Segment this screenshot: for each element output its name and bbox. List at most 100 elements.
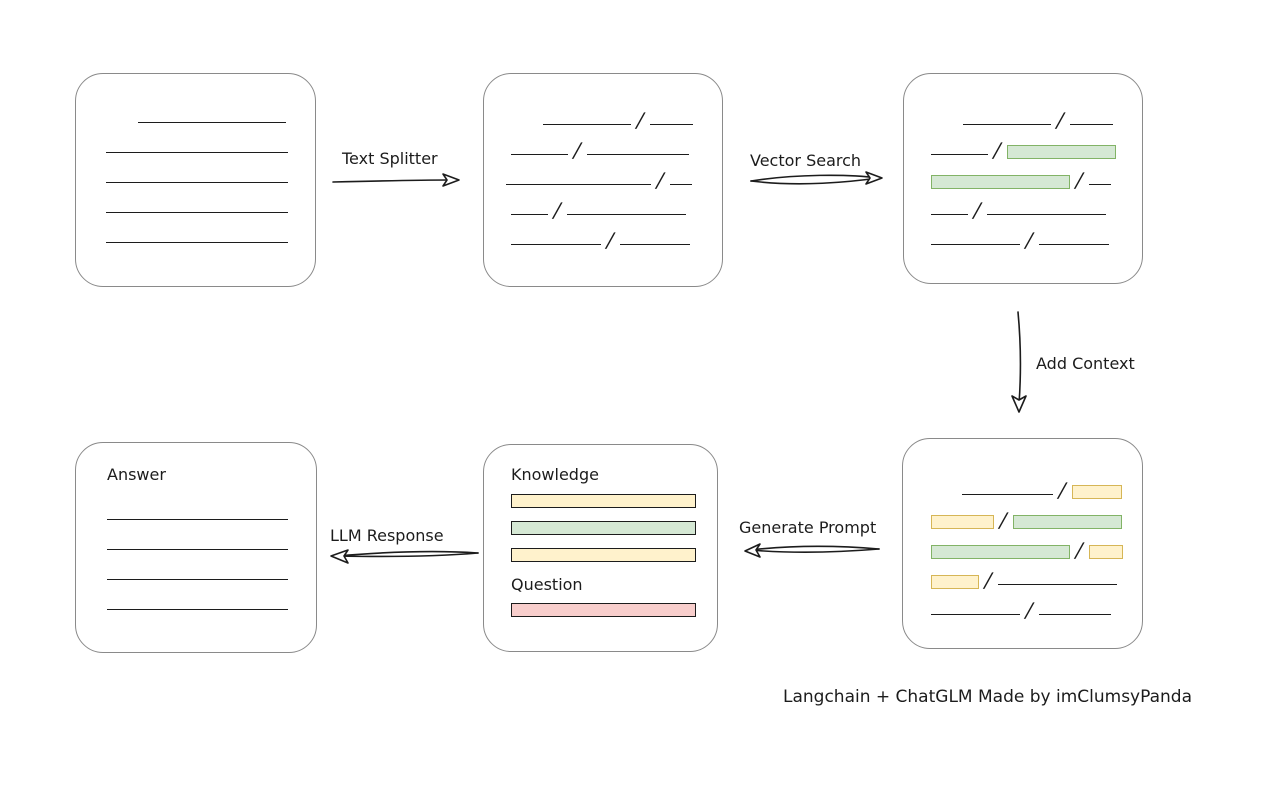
context-chunks-lines: ///// <box>903 439 1142 622</box>
yellow-chunk-bar <box>511 548 696 562</box>
add-context-label: Add Context <box>1036 354 1135 373</box>
answer-box: Answer <box>75 442 317 653</box>
text-line <box>138 122 286 123</box>
llm-response-arrow <box>330 549 479 564</box>
matched-chunks-lines: / / / / / <box>904 74 1142 252</box>
text-line <box>1088 184 1111 185</box>
text-row: / <box>931 130 1142 162</box>
prompt-box: Knowledge Question <box>483 444 718 652</box>
slash-separator: / <box>1023 598 1036 622</box>
text-line <box>107 609 288 610</box>
text-line <box>586 154 689 155</box>
text-row <box>107 555 316 585</box>
question-label: Question <box>511 575 583 594</box>
text-row <box>107 495 316 525</box>
text-row: / <box>506 160 722 192</box>
answer-label: Answer <box>107 465 166 484</box>
text-line <box>511 154 568 155</box>
text-line <box>669 184 692 185</box>
yellow-chunk-bar <box>931 575 979 589</box>
text-row <box>106 128 315 158</box>
generate-prompt-arrow <box>744 543 880 558</box>
slash-separator: / <box>634 108 647 132</box>
text-row: / <box>506 220 722 252</box>
text-line <box>511 214 548 215</box>
vector-search-arrow <box>750 171 883 185</box>
text-line <box>107 519 288 520</box>
chunks-box: ///// <box>483 73 723 287</box>
llm-response-label: LLM Response <box>330 526 444 545</box>
slash-separator: / <box>1073 168 1086 192</box>
text-line <box>1069 124 1113 125</box>
text-line <box>1038 614 1111 615</box>
text-line <box>566 214 686 215</box>
text-splitter-arrow <box>332 173 460 187</box>
text-line <box>106 182 288 183</box>
text-line <box>107 549 288 550</box>
text-row <box>106 218 315 248</box>
generate-prompt-label: Generate Prompt <box>739 518 877 537</box>
chunks-lines: ///// <box>484 74 722 252</box>
text-line <box>106 242 288 243</box>
text-line <box>963 124 1051 125</box>
text-row <box>106 188 315 218</box>
text-line <box>931 614 1020 615</box>
knowledge-label: Knowledge <box>511 465 599 484</box>
text-row <box>107 525 316 555</box>
green-chunk-bar <box>1012 515 1122 529</box>
text-row: / <box>931 160 1142 192</box>
answer-lines <box>107 495 316 615</box>
text-row: / <box>506 130 722 162</box>
slash-separator: / <box>1073 538 1086 562</box>
yellow-chunk-bar <box>931 515 994 529</box>
text-line <box>997 584 1117 585</box>
credit-text: Langchain + ChatGLM Made by imClumsyPand… <box>783 687 1192 707</box>
text-line <box>931 244 1020 245</box>
matched-chunks-box: / / / / / <box>903 73 1143 284</box>
slash-separator: / <box>982 568 995 592</box>
yellow-chunk-bar <box>1088 545 1123 559</box>
green-chunk-bar <box>931 545 1070 559</box>
text-line <box>511 244 601 245</box>
vector-search-label: Vector Search <box>750 151 862 170</box>
text-row: / <box>931 470 1142 502</box>
text-line <box>649 124 693 125</box>
text-line <box>106 212 288 213</box>
text-row: / <box>931 190 1142 222</box>
slash-separator: / <box>654 168 667 192</box>
text-line <box>1038 244 1109 245</box>
text-row <box>107 585 316 615</box>
add-context-arrow <box>1011 311 1027 413</box>
text-line <box>986 214 1106 215</box>
question-bars <box>511 603 696 617</box>
text-line <box>962 494 1053 495</box>
text-row: / <box>506 100 722 132</box>
text-row: / <box>931 500 1142 532</box>
text-row: / <box>931 220 1142 252</box>
text-line <box>931 154 988 155</box>
green-chunk-bar <box>1006 145 1116 159</box>
text-line <box>931 214 968 215</box>
text-line <box>107 579 288 580</box>
document-box <box>75 73 316 287</box>
knowledge-bars <box>511 494 696 562</box>
slash-separator: / <box>1023 228 1036 252</box>
text-row <box>106 158 315 188</box>
slash-separator: / <box>971 198 984 222</box>
text-line <box>619 244 690 245</box>
text-row: / <box>506 190 722 222</box>
green-chunk-bar <box>511 521 696 535</box>
slash-separator: / <box>571 138 584 162</box>
yellow-chunk-bar <box>511 494 696 508</box>
text-splitter-label: Text Splitter <box>342 149 438 168</box>
text-line <box>106 152 288 153</box>
text-row: / <box>931 530 1142 562</box>
slash-separator: / <box>551 198 564 222</box>
yellow-chunk-bar <box>1071 485 1122 499</box>
text-row: / <box>931 100 1142 132</box>
text-row <box>106 98 315 128</box>
context-chunks-box: ///// <box>902 438 1143 649</box>
slash-separator: / <box>1054 108 1067 132</box>
slash-separator: / <box>991 138 1004 162</box>
